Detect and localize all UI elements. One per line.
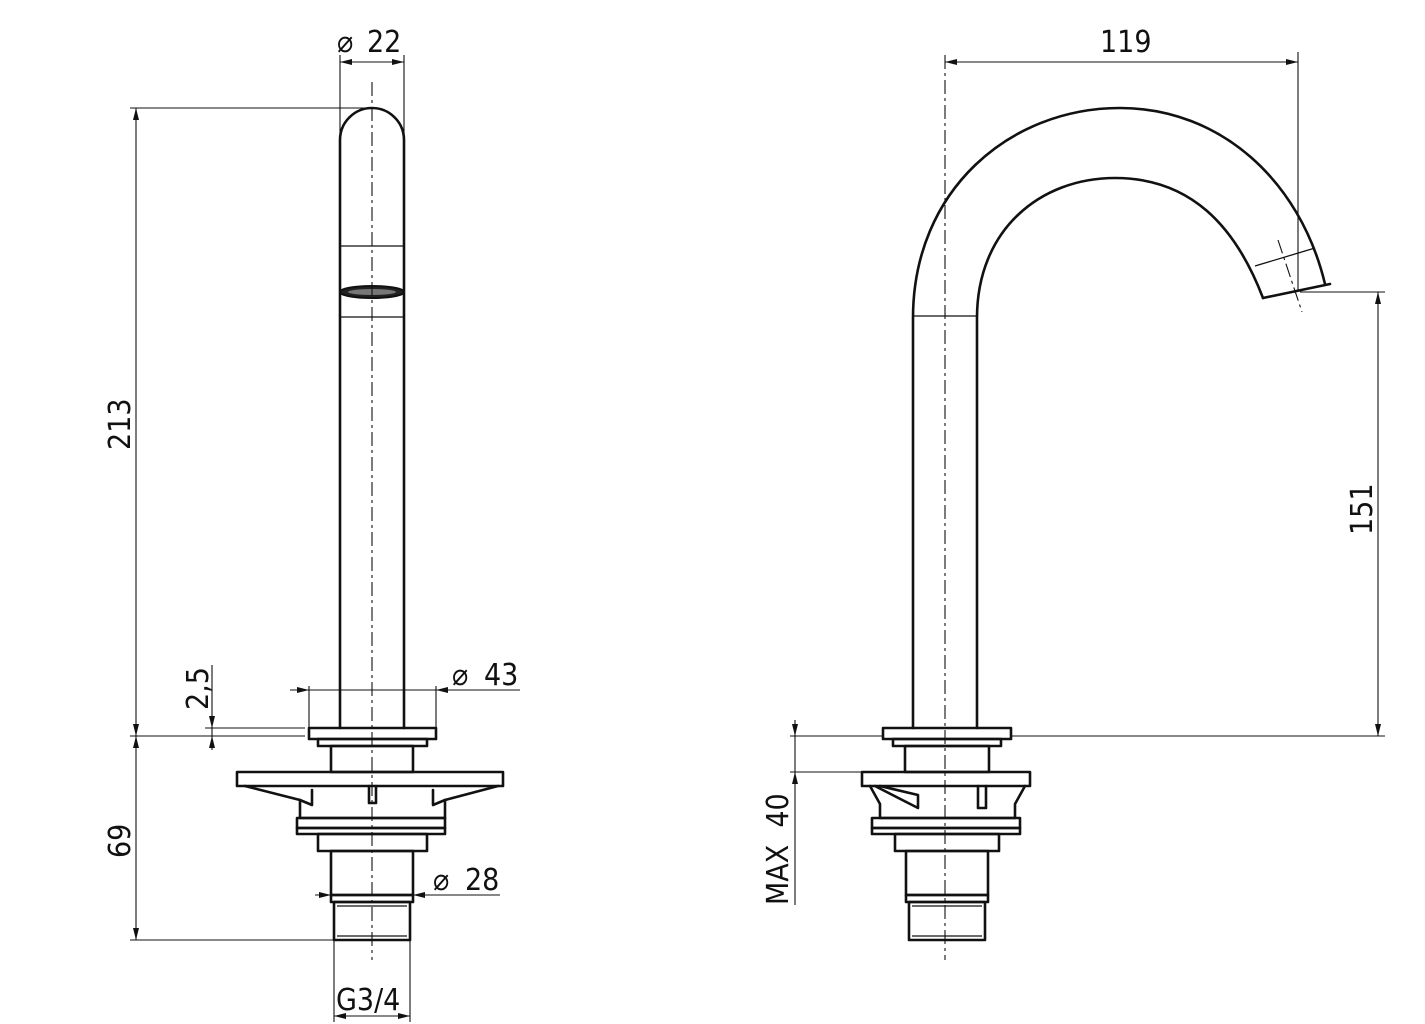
side-spout-inner	[975, 176, 1265, 730]
front-nut	[295, 816, 447, 830]
front-clamp-plate	[235, 770, 505, 788]
side-spout-outer	[911, 106, 1327, 730]
side-nut	[870, 816, 1022, 830]
dim-spout-height: 151	[1345, 483, 1380, 535]
dim-top-diameter: 22	[367, 25, 401, 60]
dim-total-height: 213	[103, 398, 138, 450]
dim-shank-diameter: 28	[465, 863, 499, 898]
dim-thread: G3/4	[336, 983, 400, 1018]
dim-flange-diameter-symbol: ⌀	[452, 658, 468, 693]
front-view: ⌀ 22 213 2,5 ⌀ 43 69 ⌀ 28	[103, 25, 520, 1022]
dim-shank-diameter-symbol: ⌀	[433, 863, 449, 898]
side-shank	[904, 849, 990, 897]
side-spout-tip	[1261, 282, 1332, 300]
dim-below-deck: 69	[103, 824, 138, 858]
side-neck	[903, 744, 991, 774]
side-flange	[881, 726, 1013, 741]
dim-reach: 119	[1100, 25, 1152, 60]
side-view: 119 151 MAX 40	[761, 25, 1385, 960]
side-thread	[907, 900, 987, 942]
dim-flange-thickness: 2,5	[181, 667, 216, 710]
dim-top-diameter-symbol: ⌀	[337, 25, 353, 60]
side-clamp-plate	[860, 770, 1032, 788]
dim-max-deck-thickness: MAX 40	[761, 793, 796, 905]
dim-flange-diameter: 43	[484, 658, 518, 693]
